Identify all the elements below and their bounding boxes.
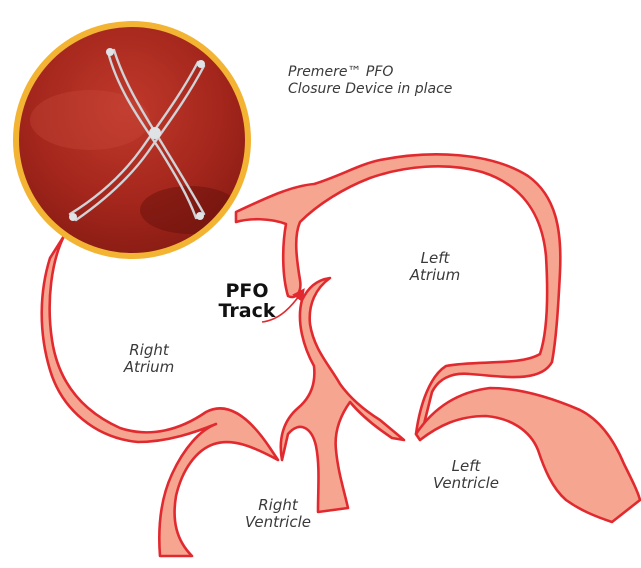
left-atrium-label-line-2: Atrium [400, 267, 470, 284]
right-atrium-label-line-2: Atrium [114, 359, 184, 376]
left-atrium-label: Left Atrium [400, 250, 470, 284]
atrial-septum [281, 278, 404, 512]
right-ventricle-label-line-1: Right [236, 497, 320, 514]
left-ventricle-label-line-2: Ventricle [424, 475, 508, 492]
left-ventricle-wall [416, 388, 640, 522]
pfo-track-label: PFO Track [212, 281, 282, 321]
right-atrium-label-line-1: Right [114, 342, 184, 359]
caption-line-1: Premere™ PFO [288, 64, 452, 81]
right-ventricle-label: Right Ventricle [236, 497, 320, 531]
device-caption: Premere™ PFO Closure Device in place [288, 64, 452, 98]
caption-line-2: Closure Device in place [288, 81, 452, 98]
right-atrium-label: Right Atrium [114, 342, 184, 376]
pfo-label-line-2: Track [212, 301, 282, 321]
left-ventricle-label-line-1: Left [424, 458, 508, 475]
right-ventricle-label-line-2: Ventricle [236, 514, 320, 531]
closure-device-inset [0, 0, 300, 300]
left-atrium-label-line-1: Left [400, 250, 470, 267]
pfo-label-line-1: PFO [212, 281, 282, 301]
left-ventricle-label: Left Ventricle [424, 458, 508, 492]
